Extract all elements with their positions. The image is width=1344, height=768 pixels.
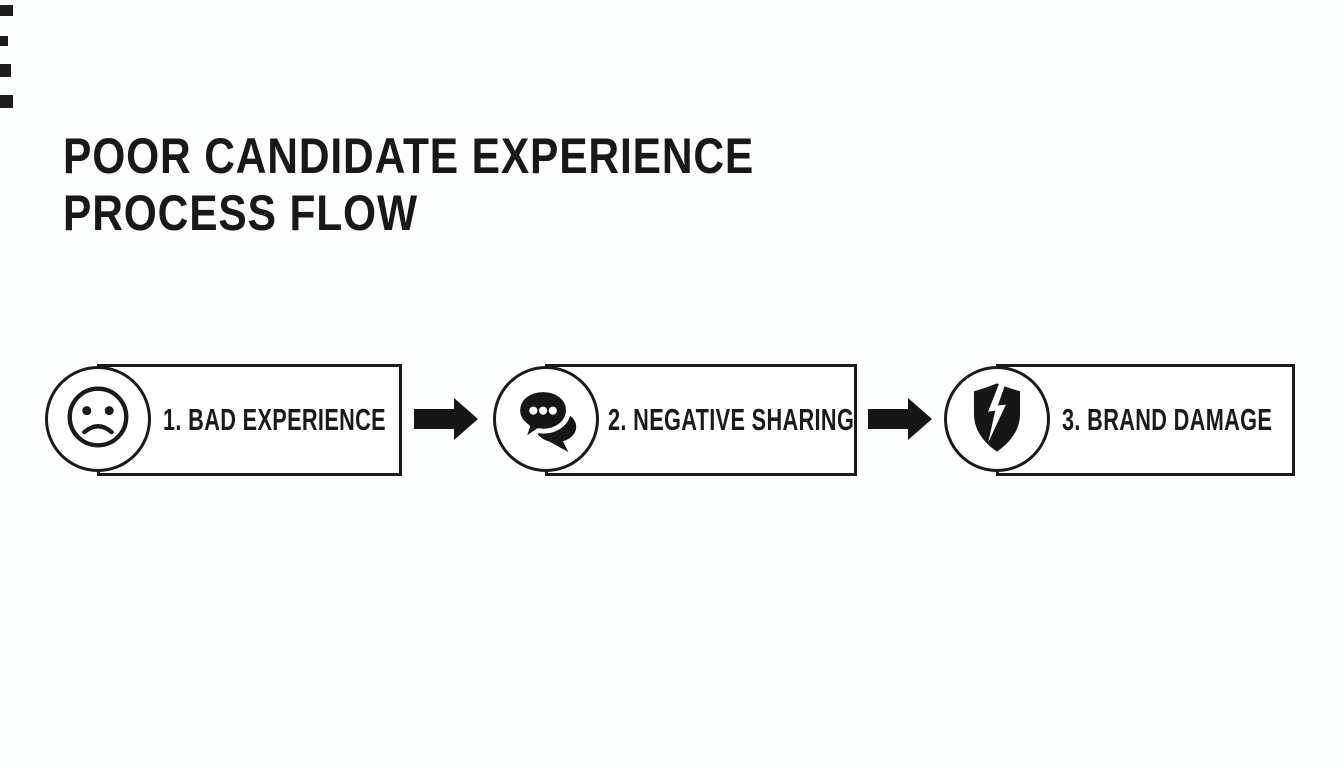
step-1-label: 1. BAD EXPERIENCE <box>163 402 387 437</box>
left-edge-artifact <box>0 95 13 108</box>
title-line-1: POOR CANDIDATE EXPERIENCE <box>63 128 755 184</box>
sad-face-icon <box>59 378 137 461</box>
title-line-2: PROCESS FLOW <box>63 185 418 241</box>
left-edge-artifact <box>0 5 13 16</box>
step-3-label: 3. BRAND DAMAGE <box>1062 402 1273 437</box>
damaged-shield-icon <box>961 378 1033 461</box>
flow-arrow-2 <box>868 398 932 440</box>
speech-bubbles-icon <box>507 378 585 461</box>
step-3-icon-circle <box>944 366 1050 472</box>
flow-arrow-1 <box>414 398 478 440</box>
page-title: POOR CANDIDATE EXPERIENCE PROCESS FLOW <box>63 128 754 242</box>
left-edge-artifact <box>0 64 11 77</box>
left-edge-artifact <box>0 36 8 46</box>
step-1-icon-circle <box>45 366 151 472</box>
step-2-icon-circle <box>493 366 599 472</box>
step-2-label: 2. NEGATIVE SHARING <box>608 402 855 437</box>
